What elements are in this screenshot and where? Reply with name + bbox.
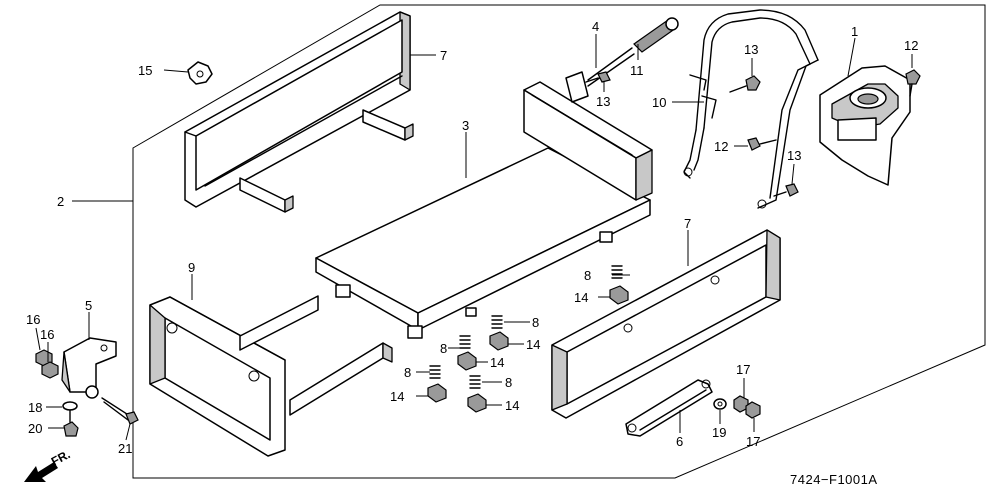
side-panel-lower <box>551 229 781 419</box>
callout-14-d: 14 <box>390 389 404 404</box>
callout-7-upper: 7 <box>440 48 447 63</box>
callout-13-a: 13 <box>744 42 758 57</box>
callout-17-a: 17 <box>736 362 750 377</box>
spring-group <box>429 265 623 389</box>
cargo-bed <box>315 81 653 339</box>
stay-rod <box>625 379 713 437</box>
front-arrow-icon <box>24 462 58 482</box>
callout-5: 5 <box>85 298 92 313</box>
callout-14-b: 14 <box>526 337 540 352</box>
callout-16-a: 16 <box>26 312 40 327</box>
callout-8-b: 8 <box>532 315 539 330</box>
callout-4: 4 <box>592 19 599 34</box>
callout-17-b: 17 <box>746 434 760 449</box>
nut-group <box>427 285 629 413</box>
hardware-group <box>35 69 921 437</box>
side-panel-upper <box>184 11 414 213</box>
callout-13-c: 13 <box>787 148 801 163</box>
callout-9: 9 <box>188 260 195 275</box>
tail-gate <box>149 295 393 457</box>
callout-14-c: 14 <box>490 355 504 370</box>
callout-6: 6 <box>676 434 683 449</box>
callout-21: 21 <box>118 441 132 456</box>
callout-19: 19 <box>712 425 726 440</box>
callout-13-b: 13 <box>596 94 610 109</box>
rod-and-grip <box>565 17 679 103</box>
callout-8-e: 8 <box>505 375 512 390</box>
callout-20: 20 <box>28 421 42 436</box>
callout-1: 1 <box>851 24 858 39</box>
clip <box>187 61 213 85</box>
callout-3: 3 <box>462 118 469 133</box>
callout-10: 10 <box>652 95 666 110</box>
mount-bracket <box>61 337 117 399</box>
callout-14-e: 14 <box>505 398 519 413</box>
drawing-code: 7424−F1001A <box>790 472 878 487</box>
callout-14-a: 14 <box>574 290 588 305</box>
callout-8-a: 8 <box>584 268 591 283</box>
callout-12-mid: 12 <box>714 139 728 154</box>
cover <box>819 65 911 186</box>
callout-8-c: 8 <box>440 341 447 356</box>
callout-16-b: 16 <box>40 327 54 342</box>
callout-18: 18 <box>28 400 42 415</box>
leader-lines <box>35 34 913 441</box>
handle-frame <box>683 9 819 209</box>
callout-2: 2 <box>57 194 64 209</box>
callout-12-upper: 12 <box>904 38 918 53</box>
callout-7-lower: 7 <box>684 216 691 231</box>
assembly-outline <box>132 4 986 479</box>
callout-labels: 1 2 3 4 5 6 7 7 8 8 8 8 8 9 10 11 12 12 … <box>26 19 918 456</box>
callout-15: 15 <box>138 63 152 78</box>
callout-11: 11 <box>630 63 644 78</box>
front-direction-indicator: FR. <box>24 447 72 482</box>
callout-8-d: 8 <box>404 365 411 380</box>
